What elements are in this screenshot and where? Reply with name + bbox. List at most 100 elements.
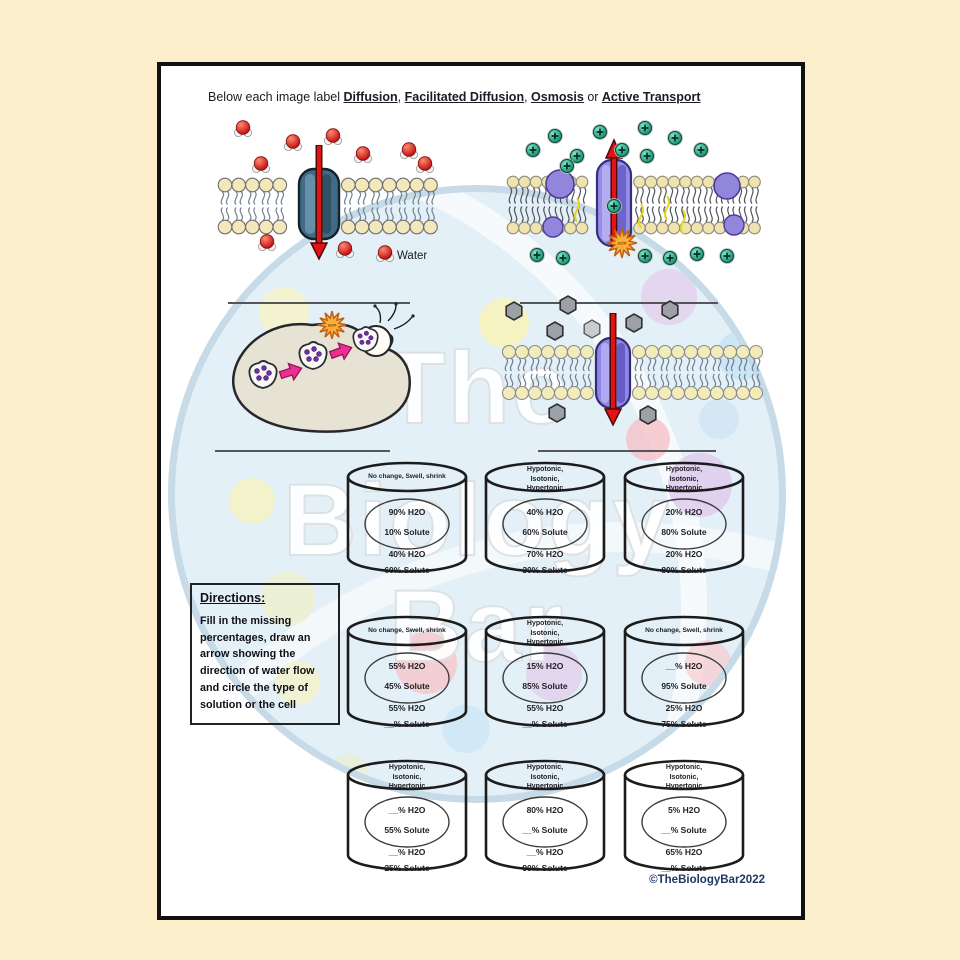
solute-hexagon-icon	[559, 295, 577, 315]
cell-oval	[641, 652, 727, 704]
beaker-solution-line-1: 20% H2O	[665, 549, 703, 559]
beaker-header-line: Hypotonic,	[388, 764, 426, 771]
beaker-solution-line-1: __% H2O	[388, 847, 426, 857]
beaker-cell-line-1: __% H2O	[388, 805, 426, 815]
decor-dot	[685, 640, 731, 686]
solute-hexagon-icon	[548, 403, 566, 423]
beaker-condition-options: No change, Swell, shrink	[622, 619, 746, 636]
directions-heading: Directions:	[200, 591, 266, 605]
worksheet-page: The Biology Bar Below each image label D…	[157, 62, 805, 920]
title-term-facilitated-diffusion: Facilitated Diffusion	[404, 90, 525, 104]
beaker-solution-line-1: 55% H2O	[388, 703, 426, 713]
beaker-solution-line-2: 25% Solute	[384, 863, 430, 873]
osmosis-diagram: Water	[217, 120, 438, 263]
beaker-header-line: Hypertonic	[526, 639, 564, 646]
title-term-diffusion: Diffusion	[343, 90, 398, 104]
cell-oval	[502, 652, 588, 704]
beaker: Hypotonic,Isotonic,Hypertonic 15% H2O 85…	[483, 614, 607, 734]
beaker-header-line: No change, Swell, shrink	[645, 627, 723, 634]
beaker-header-line: No change, Swell, shrink	[368, 473, 446, 480]
answer-line-2	[520, 302, 718, 304]
lipid-squiggles	[574, 195, 686, 235]
beaker-outline	[346, 461, 468, 573]
beaker-cell-line-1: 40% H2O	[526, 507, 564, 517]
channel-protein	[594, 336, 632, 410]
decor-dot	[714, 241, 754, 281]
beaker-cell-line-2: 60% Solute	[522, 527, 568, 537]
cell-oval	[502, 498, 588, 550]
decor-dot	[526, 645, 582, 701]
beaker-cell-line-2: 80% Solute	[661, 527, 707, 537]
beaker-header-line: Hypertonic	[665, 783, 703, 790]
beaker-cell-line-2: 85% Solute	[522, 681, 568, 691]
title-separator: ,	[397, 90, 405, 104]
beaker-outline	[623, 759, 745, 871]
atp-label: ATP	[617, 241, 627, 247]
directions-box: Directions: Fill in the missing percenta…	[190, 583, 340, 726]
answer-line-1	[228, 302, 410, 304]
atp-burst: ATP	[317, 310, 347, 340]
solute-hexagon-icon	[583, 319, 601, 339]
solute-hexagon-icon	[661, 300, 679, 320]
beaker-condition-options: Hypotonic,Isotonic,Hypertonic	[483, 465, 607, 494]
solute-hexagon-icon	[546, 321, 564, 341]
beaker-condition-options: Hypotonic,Isotonic,Hypertonic	[483, 619, 607, 648]
beaker: No change, Swell, shrink __% H2O 95% Sol…	[622, 614, 746, 734]
beaker-grid: No change, Swell, shrink 90% H2O 10% Sol…	[161, 66, 801, 916]
beaker-header-line: Hypertonic	[526, 485, 564, 492]
beaker: Hypotonic,Isotonic,Hypertonic 80% H2O __…	[483, 758, 607, 878]
beaker-outline	[484, 615, 606, 727]
beaker-solution-line-2: 60% Solute	[384, 565, 430, 575]
beaker: Hypotonic,Isotonic,Hypertonic 40% H2O 60…	[483, 460, 607, 580]
beaker-solution-line-1: 25% H2O	[665, 703, 703, 713]
facilitated-diffusion-diagram	[501, 295, 764, 427]
beaker-header-line: Hypotonic,	[526, 620, 564, 627]
decor-dot	[229, 478, 275, 524]
solute-hexagon-icon	[639, 405, 657, 425]
title-term-active-transport: Active Transport	[601, 90, 701, 104]
cell-oval	[364, 796, 450, 848]
diffusion-arrow-down	[603, 313, 623, 427]
beaker-solution-line-2: 80% Solute	[661, 565, 707, 575]
beaker-header-line: No change, Swell, shrink	[368, 627, 446, 634]
beaker-header-line: Hypotonic,	[665, 466, 703, 473]
beaker-cell-line-2: __% Solute	[661, 825, 707, 835]
watermark-word-biology: Biology	[282, 463, 671, 577]
copyright-text: ©TheBiologyBar2022	[649, 874, 765, 886]
beaker-header-line: Isotonic,	[530, 475, 560, 483]
beaker-condition-options: Hypotonic,Isotonic,Hypertonic	[345, 763, 469, 792]
beaker-header-line: Isotonic,	[669, 475, 699, 483]
cell-oval	[641, 796, 727, 848]
beaker-outline	[346, 615, 468, 727]
title-separator: or	[583, 90, 602, 104]
beaker-solution-line-1: 65% H2O	[665, 847, 703, 857]
decor-dot	[699, 399, 739, 439]
beaker-cell-line-1: 15% H2O	[526, 661, 564, 671]
carrier-proteins	[542, 169, 745, 238]
beaker-cell-line-1: 90% H2O	[388, 507, 426, 517]
beaker: Hypotonic,Isotonic,Hypertonic 5% H2O __%…	[622, 758, 746, 878]
exocytosis-diagram: ATP	[231, 302, 415, 433]
beaker-cell-line-1: 5% H2O	[667, 805, 701, 815]
active-transport-diagram: ATP	[506, 119, 761, 267]
beaker-outline	[346, 759, 468, 871]
beaker-solution-line-1: 55% H2O	[526, 703, 564, 713]
answer-line-3	[215, 450, 390, 452]
beaker-condition-options: Hypotonic,Isotonic,Hypertonic	[483, 763, 607, 792]
worksheet-title: Below each image label Diffusion, Facili…	[208, 90, 701, 104]
water-flow-arrow-down	[309, 145, 329, 261]
beaker-cell-line-2: __% Solute	[522, 825, 568, 835]
beaker-solution-line-2: 75% Solute	[661, 719, 707, 729]
watermark-word-bar: Bar	[388, 569, 566, 683]
beaker-cell-line-2: 55% Solute	[384, 825, 430, 835]
beaker-solution-line-1: 40% H2O	[388, 549, 426, 559]
beaker-cell-line-2: 95% Solute	[661, 681, 707, 691]
beaker-solution-line-2: __% Solute	[661, 863, 707, 873]
beaker-cell-line-1: 55% H2O	[388, 661, 426, 671]
beaker-cell-line-2: 10% Solute	[384, 527, 430, 537]
beaker-solution-line-1: 70% H2O	[526, 549, 564, 559]
beaker: No change, Swell, shrink 55% H2O 45% Sol…	[345, 614, 469, 734]
beaker-cell-line-1: 20% H2O	[665, 507, 703, 517]
solute-hexagon-icon	[505, 301, 523, 321]
